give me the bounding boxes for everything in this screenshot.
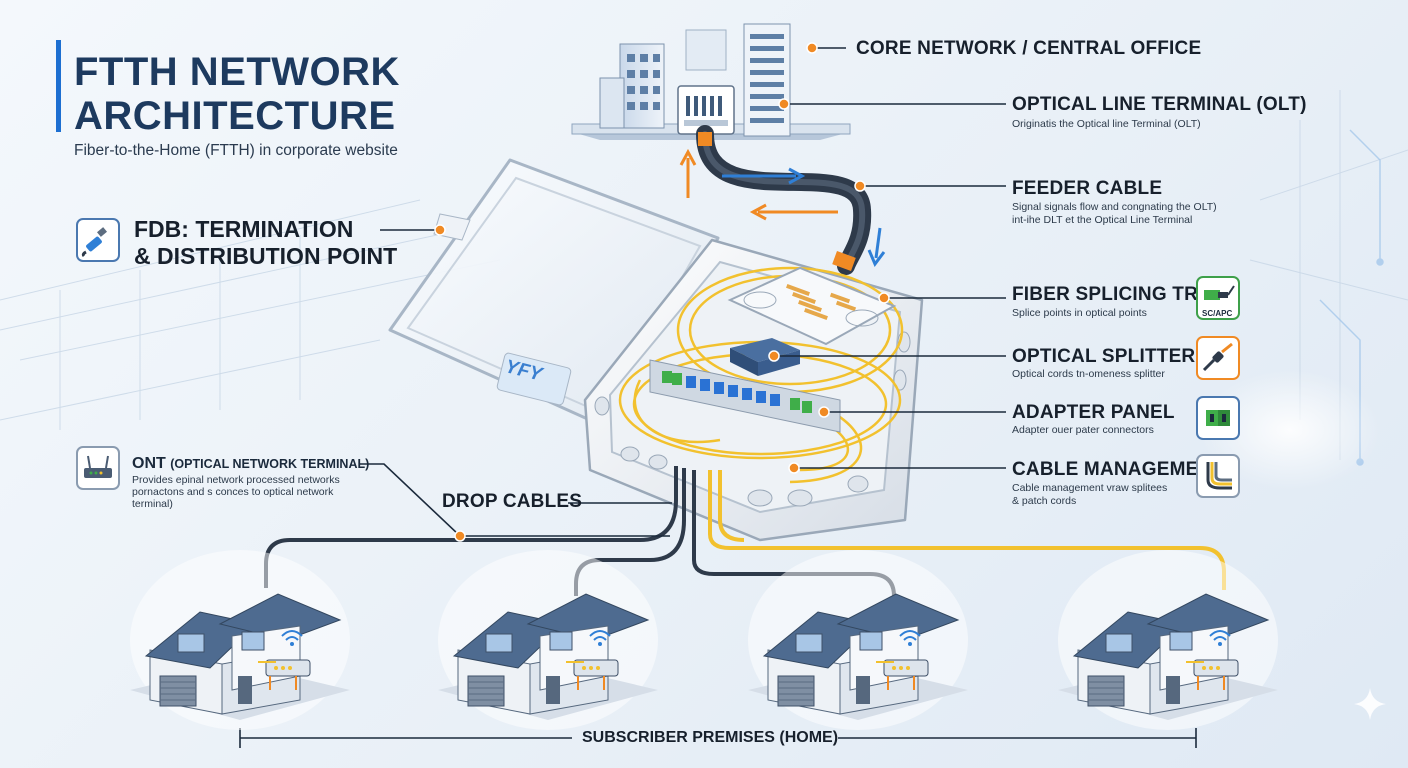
adapter-panel-description: Adapter ouer pater connectors [1012,424,1154,436]
fdb-label: FDB: TERMINATION & DISTRIBUTION POINT [134,216,398,269]
fdb-icon-box [76,218,120,262]
sc-apc-connector-icon [1204,285,1235,300]
sparkle-icon [1354,688,1386,720]
splicing-tray-graphic [727,266,897,346]
splitter-cable-icon [1202,342,1233,372]
page-subtitle: Fiber-to-the-Home (FTTH) in corporate we… [74,142,398,159]
splicing-tray-icon-box: SC/APC [1196,276,1240,320]
adapter-icon-box [1196,396,1240,440]
leader-dots [434,42,890,542]
ont-label: ONT (OPTICAL NETWORK TERMINAL) [132,455,370,472]
background-grid [0,90,1408,460]
house-2 [437,549,659,731]
router-icon [84,455,112,478]
olt-description: Originatis the Optical line Terminal (OL… [1012,118,1201,130]
feeder-cable-description: Signal signals flow and congnating the O… [1012,201,1217,226]
subscriber-premises-label: SUBSCRIBER PREMISES (HOME) [582,729,839,746]
signal-flow-arrows [679,148,886,267]
fiber-connector-icon [81,227,107,258]
adapter-panel-label: ADAPTER PANEL [1012,402,1175,423]
ont-icon-box [76,446,120,490]
adapter-panel-graphic [649,359,841,433]
page-title: FTTH NETWORK ARCHITECTURE [74,50,400,138]
cable-management-icon-box [1196,454,1240,498]
adapter-icon [1206,410,1230,426]
cable-bundle-icon [1206,462,1232,490]
drop-cables-label: DROP CABLES [442,491,583,512]
sc-apc-badge: SC/APC [1202,309,1233,318]
ont-description: Provides epinal network processed networ… [132,474,340,510]
cable-management-label: CABLE MANAGEMENT [1012,459,1225,480]
core-network-label: CORE NETWORK / CENTRAL OFFICE [856,38,1202,59]
optical-splitter-label: OPTICAL SPLITTER [1012,346,1196,367]
optical-splitter-description: Optical cords tn-omeness splitter [1012,368,1165,380]
splicing-tray-description: Splice points in optical points [1012,307,1147,319]
house-template [130,550,350,730]
olt-label: OPTICAL LINE TERMINAL (OLT) [1012,94,1307,115]
splicing-tray-label: FIBER SPLICING TRAY [1012,284,1224,305]
feeder-cable-label: FEEDER CABLE [1012,178,1163,199]
central-office-buildings [571,23,851,140]
house-3 [747,549,969,731]
title-accent-bar [56,40,61,132]
cable-management-description: Cable management vraw splitees & patch c… [1012,482,1168,507]
house-4 [1057,549,1279,731]
splitter-icon-box [1196,336,1240,380]
